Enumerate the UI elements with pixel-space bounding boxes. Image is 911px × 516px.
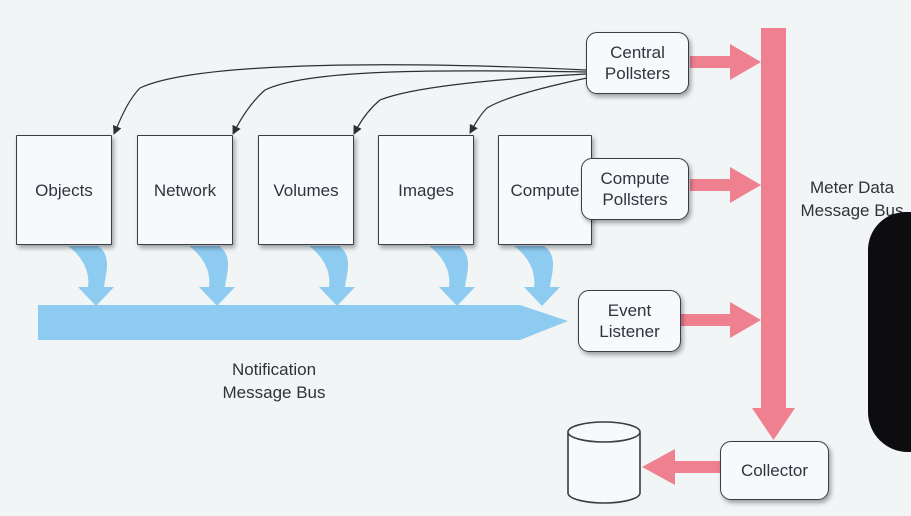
compute-pollsters-box: Compute Pollsters [581, 158, 689, 220]
compute-service-box: Compute [498, 135, 592, 245]
notification-bus [38, 305, 568, 340]
collector-label: Collector [740, 461, 809, 480]
meter-input-arrows [681, 44, 761, 338]
polling-arrows [113, 64, 588, 135]
collector-box: Collector [720, 441, 829, 500]
images-service-box: Images [378, 135, 474, 245]
event-listener-box: Event Listener [578, 290, 681, 352]
objects-service-box: Objects [16, 135, 112, 245]
volumes-service-box: Volumes [258, 135, 354, 245]
compute-pollsters-label: Compute Pollsters [600, 169, 670, 209]
service-notification-arrows [68, 246, 560, 306]
central-pollsters-label: Central Pollsters [604, 43, 671, 83]
network-service-box: Network [137, 135, 233, 245]
database-cylinder-icon [567, 421, 641, 504]
objects-label: Objects [35, 180, 93, 200]
central-pollsters-box: Central Pollsters [586, 32, 689, 94]
images-label: Images [398, 180, 454, 200]
compute-label: Compute [510, 180, 580, 200]
meter-data-bus [752, 28, 795, 440]
volumes-label: Volumes [273, 180, 339, 200]
notification-bus-label: Notification Message Bus [222, 360, 326, 402]
meter-bus-label: Meter Data Message Bus [800, 178, 904, 220]
event-listener-label: Event Listener [599, 301, 660, 341]
network-label: Network [153, 180, 217, 200]
collector-storage-arrow [642, 449, 720, 485]
presenter-silhouette [868, 212, 911, 452]
